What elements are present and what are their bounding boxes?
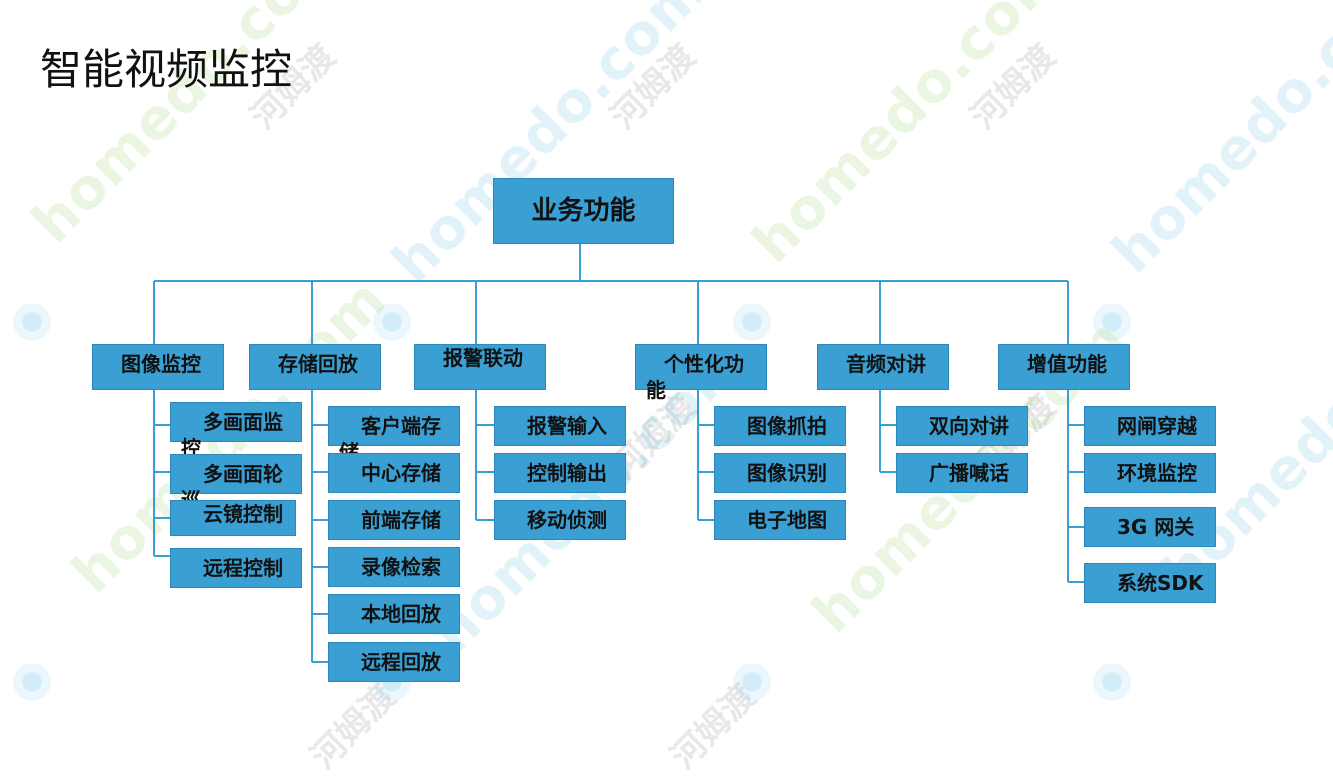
node-item[interactable]: 图像识别 (714, 453, 846, 493)
node-label: 报警输入 (527, 414, 607, 438)
node-item[interactable]: 双向对讲 (896, 406, 1028, 446)
node-item[interactable]: 环境监控 (1084, 453, 1216, 493)
node-label: 业务功能 (531, 196, 636, 226)
node-label: 图像识别 (747, 461, 827, 485)
node-root[interactable]: 业务功能 (493, 178, 674, 244)
node-label: 广播喊话 (929, 461, 1009, 485)
node-item[interactable]: 前端存储 (328, 500, 460, 540)
node-label: 远程回放 (361, 650, 441, 674)
node-item[interactable]: 系统SDK (1084, 563, 1216, 603)
node-item[interactable]: 远程回放 (328, 642, 460, 682)
node-label: 图像监控 (121, 352, 201, 376)
node-label: 3G 网关 (1117, 515, 1195, 539)
node-item[interactable]: 电子地图 (714, 500, 846, 540)
node-label: 环境监控 (1117, 461, 1197, 485)
node-item[interactable]: 图像抓拍 (714, 406, 846, 446)
node-label: 本地回放 (361, 602, 441, 626)
node-item[interactable]: 云镜控制 (170, 500, 296, 536)
node-item[interactable]: 远程控制 (170, 548, 302, 588)
node-label: 存储回放 (278, 352, 358, 376)
node-item[interactable]: 多画面监控 (170, 402, 302, 460)
node-label: 中心存储 (361, 461, 441, 485)
node-category-value-added[interactable]: 增值功能 (998, 344, 1130, 390)
node-label: 系统SDK (1117, 571, 1204, 595)
node-label: 电子地图 (747, 508, 827, 532)
node-label: 云镜控制 (203, 502, 283, 526)
node-category-alarm-linkage[interactable]: 报警联动 (414, 344, 546, 390)
page-title: 智能视频监控 (40, 45, 293, 94)
node-label: 图像抓拍 (747, 414, 827, 438)
node-item[interactable]: 3G 网关 (1084, 507, 1216, 547)
node-label: 双向对讲 (929, 414, 1009, 438)
node-item[interactable]: 录像检索 (328, 547, 460, 587)
node-item[interactable]: 中心存储 (328, 453, 460, 493)
node-category-storage-playback[interactable]: 存储回放 (249, 344, 381, 390)
node-label: 增值功能 (1027, 352, 1107, 376)
node-item[interactable]: 广播喊话 (896, 453, 1028, 493)
node-item[interactable]: 客户端存储 (328, 406, 460, 464)
node-label: 前端存储 (361, 508, 441, 532)
connector-lines (153, 244, 1084, 663)
node-label: 多画面监控 (181, 410, 283, 460)
node-item[interactable]: 多画面轮巡 (170, 454, 302, 512)
node-category-personalized[interactable]: 个性化功能 (635, 344, 767, 402)
node-item[interactable]: 移动侦测 (494, 500, 626, 540)
node-item[interactable]: 控制输出 (494, 453, 626, 493)
node-label: 个性化功能 (646, 352, 744, 402)
node-label: 报警联动 (443, 346, 523, 370)
node-item[interactable]: 网闸穿越 (1084, 406, 1216, 446)
node-category-image-monitoring[interactable]: 图像监控 (92, 344, 224, 390)
node-item[interactable]: 报警输入 (494, 406, 626, 446)
node-label: 音频对讲 (846, 352, 926, 376)
node-label: 移动侦测 (527, 508, 607, 532)
node-category-audio-intercom[interactable]: 音频对讲 (817, 344, 949, 390)
node-label: 控制输出 (527, 461, 607, 485)
node-item[interactable]: 本地回放 (328, 594, 460, 634)
node-label: 远程控制 (203, 556, 283, 580)
node-label: 录像检索 (361, 555, 441, 579)
node-label: 网闸穿越 (1117, 414, 1197, 438)
